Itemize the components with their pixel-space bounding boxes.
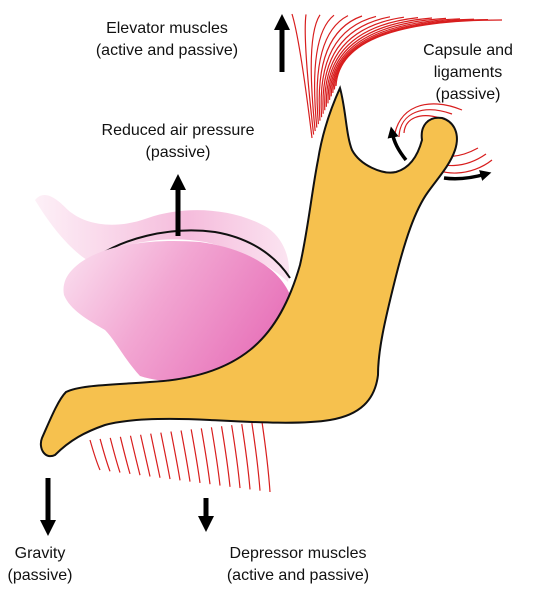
depressor-fiber	[151, 434, 160, 478]
depressor-fiber	[161, 433, 170, 479]
depressor-fiber	[252, 423, 260, 491]
elevator-muscles-label: Elevator muscles (active and passive)	[62, 18, 272, 62]
depressor-fiber	[130, 436, 140, 475]
depressor-fiber	[181, 430, 190, 481]
depressor-fiber	[211, 427, 220, 485]
gravity-label: Gravity (passive)	[0, 543, 80, 587]
depressor-fiber	[262, 422, 270, 492]
depressor-fiber	[110, 438, 120, 473]
reduced-air-pressure-label: Reduced air pressure (passive)	[68, 120, 288, 164]
depressor-fiber	[90, 440, 100, 470]
depressor-fiber	[222, 426, 230, 487]
depressor-fiber	[242, 424, 250, 489]
depressor-fiber	[171, 432, 180, 481]
depressor-muscle-fibers	[90, 422, 270, 492]
capsule-ligaments-label: Capsule and ligaments (passive)	[402, 40, 534, 106]
depressor-fiber	[141, 435, 150, 477]
elevator-fiber	[292, 14, 312, 138]
depressor-fiber	[201, 428, 210, 484]
depressor-fiber	[120, 437, 130, 474]
depressor-muscles-label: Depressor muscles (active and passive)	[188, 543, 408, 587]
depressor-fiber	[232, 425, 240, 488]
capsule-arrow-forward	[444, 174, 486, 179]
depressor-fiber	[191, 429, 200, 483]
depressor-fiber	[100, 439, 110, 471]
